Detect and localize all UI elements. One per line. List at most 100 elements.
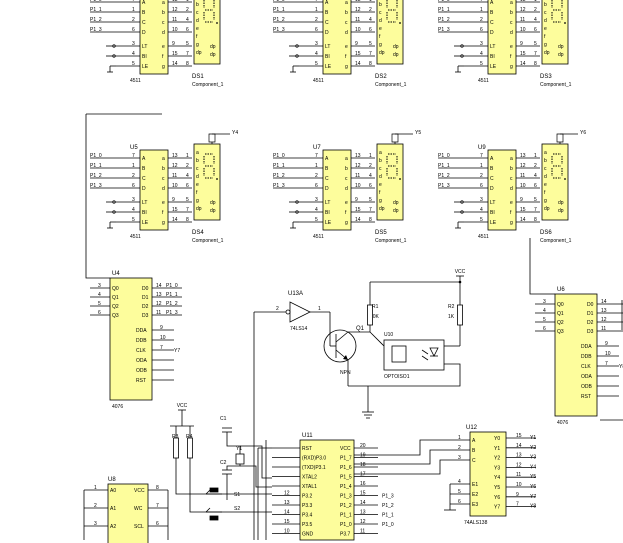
- display-pin-label: d: [544, 174, 547, 180]
- eeprom-ref: U8: [108, 477, 116, 483]
- eeprom-left-pin: A0: [110, 488, 116, 494]
- u12-right-net: Y2: [530, 445, 536, 451]
- display-pin-label: g: [196, 42, 199, 48]
- display-pin-label: dp: [544, 206, 550, 212]
- decoder-out-label: d: [162, 186, 165, 192]
- decoder-out-num: 10: [520, 27, 526, 33]
- display-pin-num: 7: [534, 51, 537, 57]
- display-pin-num: 6: [369, 183, 372, 189]
- decoder-part: 4511: [313, 78, 324, 84]
- decoder-pin-label: LE: [325, 64, 332, 70]
- decoder-pin-num: 4: [315, 207, 318, 213]
- resistor-r1: [367, 298, 373, 332]
- register-part: 4076: [557, 420, 568, 426]
- display-pin-label: dp: [379, 50, 385, 56]
- register-pin-num: 14: [601, 299, 607, 305]
- register-pin-label: D3: [142, 313, 149, 319]
- u12-left-pin: C: [472, 458, 476, 464]
- decoder-out-num: 11: [520, 173, 525, 179]
- opto-diode: [429, 347, 439, 357]
- decoder-out-num: 12: [355, 163, 361, 169]
- decimal-point: [216, 22, 218, 24]
- decoder-out-num: 9: [520, 41, 523, 47]
- decoder-ref: U9: [478, 145, 486, 151]
- decoder-out-num: 10: [355, 183, 361, 189]
- decoder-pin-num: 4: [315, 51, 318, 57]
- mcu-right-pin: P1_2: [340, 503, 352, 509]
- u12-left-pin: E1: [472, 482, 478, 488]
- u12-left-num: 4: [458, 479, 461, 485]
- decoder-out-num: 15: [520, 207, 526, 213]
- decoder-pin-num: 2: [132, 173, 135, 179]
- decoder-pin-num: 5: [132, 61, 135, 67]
- register-pin-label: ODB: [581, 384, 593, 390]
- decoder-out-label: f: [510, 210, 512, 216]
- register-pin-num: 9: [605, 341, 608, 347]
- register-pin-label: ODA: [581, 374, 593, 380]
- decoder-out-num: 10: [172, 27, 178, 33]
- register-pin-label: ODA: [136, 358, 148, 364]
- decoder-out-label: a: [510, 156, 513, 162]
- u12-right-pin: Y1: [494, 446, 500, 452]
- register-ref: U6: [557, 287, 565, 293]
- decoder-pin-label: LE: [325, 220, 332, 226]
- mcu-right-net: P1_1: [382, 513, 394, 519]
- u12-right-num: 15: [516, 433, 522, 439]
- decoder-in-net: P1_1: [273, 163, 285, 169]
- decoder-pin-num: 3: [132, 41, 135, 47]
- transistor-q1: [323, 329, 357, 363]
- switch-s1-cap: [209, 487, 219, 493]
- decoder-pin-label: LE: [142, 64, 149, 70]
- display-pin-label: d: [196, 18, 199, 24]
- decoder-out-num: 11: [355, 173, 360, 179]
- decoder-out-num: 14: [520, 61, 526, 67]
- resistor-body: [187, 437, 193, 459]
- display-pin-label: f: [379, 190, 381, 196]
- decoder-out-label: d: [510, 30, 513, 36]
- u12-left-num: 1: [458, 435, 461, 441]
- decoder-pin-num: 2: [480, 173, 483, 179]
- display-pin-label: f: [544, 190, 546, 196]
- crystal-y1: [235, 453, 245, 465]
- u12-right-num: 7: [516, 502, 519, 508]
- decoder-out-label: e: [162, 200, 165, 206]
- decoder-in-net: P1_2: [438, 173, 450, 179]
- decoder-pin-num: 6: [315, 27, 318, 33]
- register-pin-num: 10: [160, 335, 166, 341]
- decoder-out-num: 12: [520, 7, 526, 13]
- display-pin-label: b: [544, 2, 547, 8]
- register-pin-num: 6: [98, 310, 101, 316]
- display-pin-num: 1: [369, 153, 372, 159]
- decoder-out-num: 13: [355, 0, 361, 3]
- u12-right-net: Y3: [530, 455, 536, 461]
- decoder-out-num: 12: [520, 163, 526, 169]
- decoder-pin-label: C: [325, 20, 329, 26]
- decoder-in-net: P1_1: [90, 7, 102, 13]
- eeprom-left-num: 1: [94, 485, 97, 491]
- decoder-pin-label: A: [142, 156, 146, 162]
- decoder-block-u3: U34511A7B1C2D6LT3BI4LE5P1_0P1_1P1_2P1_3a…: [438, 0, 572, 88]
- display-pin-label: g: [379, 198, 382, 204]
- register-y-net: Y7: [174, 348, 180, 354]
- u12-part: 74ALS138: [464, 520, 488, 526]
- decoder-pin-label: B: [325, 10, 329, 16]
- display-dp-label: dp: [210, 44, 216, 50]
- decoder-out-label: c: [510, 176, 513, 182]
- decoder-in-net: P1_3: [90, 27, 102, 33]
- c2-ref: C2: [220, 460, 227, 466]
- decoder-out-label: b: [510, 166, 513, 172]
- segment-glyph: [551, 0, 563, 23]
- mcu-right-num: 12: [360, 519, 366, 525]
- mcu-right-net: P1_2: [382, 503, 394, 509]
- optocoupler-u10: [383, 339, 445, 371]
- decoder-pin-label: LE: [490, 220, 497, 226]
- display-dp-label: dp: [558, 44, 564, 50]
- decoder-pin-label: D: [490, 186, 494, 192]
- display-pin-label: e: [379, 26, 382, 32]
- display-pin-label: g: [544, 42, 547, 48]
- decoder-pin-num: 6: [132, 27, 135, 33]
- register-pin-num: 3: [543, 299, 546, 305]
- seven-seg-display: [376, 0, 404, 65]
- decoder-out-label: b: [510, 10, 513, 16]
- display-pin-label: b: [196, 158, 199, 164]
